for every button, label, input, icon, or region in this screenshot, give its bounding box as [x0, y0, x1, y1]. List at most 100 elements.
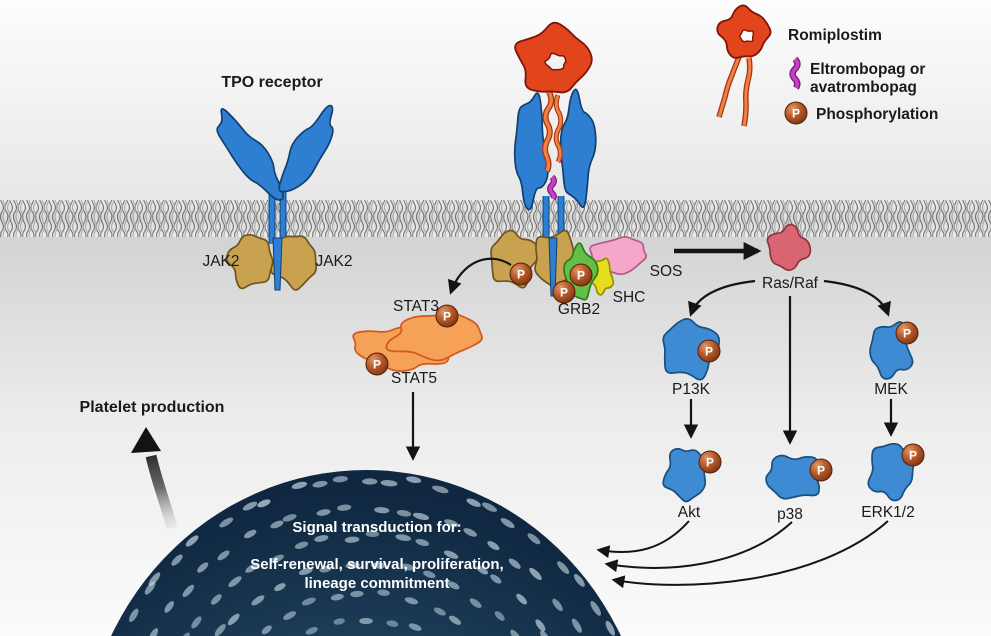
romiplostim-stems	[542, 90, 564, 173]
nuclear-pore	[396, 510, 412, 517]
mek-label: MEK	[874, 381, 908, 398]
nuclear-pore	[270, 520, 284, 529]
phosphorylation-badge	[697, 339, 721, 363]
nuclear-pore	[443, 550, 459, 559]
legend-romiplostim-label: Romiplostim	[788, 27, 882, 44]
nuclear-pore	[312, 480, 328, 488]
nuclear-pore	[448, 615, 462, 625]
nuclear-pore	[469, 598, 482, 608]
nuclear-pore	[444, 519, 459, 528]
nuclear-pore	[345, 562, 360, 569]
phospho-symbol: P	[373, 358, 381, 372]
nuclear-pore	[319, 565, 332, 573]
nuclear-pore	[217, 550, 230, 561]
nuclear-pore	[244, 529, 257, 539]
shc-label: SHC	[613, 289, 646, 306]
nuclear-pore	[305, 626, 318, 635]
phosphorylation-badge	[365, 352, 389, 376]
nuclear-pore	[274, 583, 286, 592]
nuclear-pore	[374, 507, 390, 514]
p13k-protein	[662, 318, 721, 381]
nuclear-pore	[466, 498, 481, 507]
eltrombopag-molecule	[547, 174, 557, 201]
nuclear-pore	[149, 628, 159, 636]
nucleus-text-line2: Self-renewal, survival, proliferation,	[250, 556, 503, 573]
nuclear-pore	[282, 514, 297, 522]
nuclear-pore	[185, 535, 199, 547]
receptor-arm-right	[278, 104, 334, 193]
nuclear-pore	[535, 619, 546, 632]
akt-label: Akt	[678, 504, 701, 521]
nuclear-pore	[463, 528, 477, 537]
nuclear-pore	[314, 535, 329, 542]
legend-romiplostim-stems	[716, 55, 753, 127]
nuclear-pore	[228, 576, 242, 588]
erk-label: ERK1/2	[861, 504, 914, 521]
nuclear-pore	[298, 567, 313, 576]
p13k-label: P13K	[672, 381, 711, 398]
receptor-intracellular-strip	[272, 237, 283, 291]
phosphorylation-badge	[569, 263, 593, 287]
nuclear-pore	[269, 554, 284, 564]
nuclear-pore	[490, 574, 502, 584]
phospho-symbol: P	[443, 310, 451, 324]
nuclear-pore	[415, 538, 430, 547]
p38-protein	[765, 454, 821, 500]
signal-arrows	[405, 242, 899, 589]
phospho-symbol: P	[577, 269, 585, 283]
sos-label: SOS	[650, 263, 683, 280]
nuclear-pore	[350, 590, 364, 598]
romiplostim-hole	[544, 52, 567, 71]
nuclear-pore	[191, 616, 202, 629]
phosphorylation-badge	[552, 280, 576, 304]
nuclear-pore	[359, 617, 373, 625]
nuclear-pore	[500, 518, 515, 529]
nuclear-pore	[261, 625, 272, 635]
nuclear-pore	[251, 595, 265, 606]
nuclear-pore	[481, 502, 498, 512]
nuclear-pore	[332, 476, 348, 483]
legend-phosphorylation-label: Phosphorylation	[816, 106, 938, 123]
nuclear-pore	[605, 620, 615, 636]
nuclear-pore	[552, 598, 563, 612]
phosphorylation-badge	[895, 321, 919, 345]
nuclear-pore	[129, 608, 139, 623]
nuclear-pore	[182, 584, 195, 598]
nuclear-pore	[171, 554, 183, 566]
diagram-labels: TPO receptor JAK2 JAK2 SOS SHC GRB2 STAT…	[80, 27, 939, 523]
nuclear-pore	[487, 541, 500, 551]
arrow-rasraf-to-mek	[823, 279, 891, 317]
nuclear-pore	[557, 561, 570, 574]
stat3-label: STAT3	[393, 298, 439, 315]
nuclear-pore	[433, 607, 446, 616]
phosphorylation-badge	[784, 101, 808, 125]
nuclear-pore	[210, 594, 222, 605]
nuclear-pore	[197, 562, 209, 573]
nuclear-pore	[242, 501, 258, 511]
arrow-erk-to-nucleus	[611, 520, 889, 589]
nuclear-pore	[508, 558, 521, 569]
nuclear-pore	[408, 623, 422, 631]
legend-romiplostim-hole	[739, 29, 754, 43]
nuclear-pore	[291, 481, 308, 489]
ras-raf-protein	[766, 223, 812, 272]
phospho-symbol: P	[909, 449, 917, 463]
nuclear-pore	[330, 593, 344, 601]
nuclear-pore	[148, 572, 161, 587]
nuclear-pore	[527, 533, 541, 545]
nuclear-pore	[494, 611, 505, 621]
grb2-label: GRB2	[558, 301, 600, 318]
p38-label: p38	[777, 506, 803, 523]
nuclear-pore	[214, 624, 226, 636]
nuclear-pore	[573, 574, 585, 587]
jak2-right-label: JAK2	[315, 253, 352, 270]
nuclear-pores	[129, 476, 615, 636]
nuclear-pore	[406, 476, 422, 484]
nuclear-pore	[344, 536, 360, 543]
nuclear-pore	[404, 597, 419, 605]
nuclear-pore	[476, 565, 489, 575]
tpo-receptor-label: TPO receptor	[221, 74, 322, 91]
phosphorylation-badge	[809, 458, 833, 482]
